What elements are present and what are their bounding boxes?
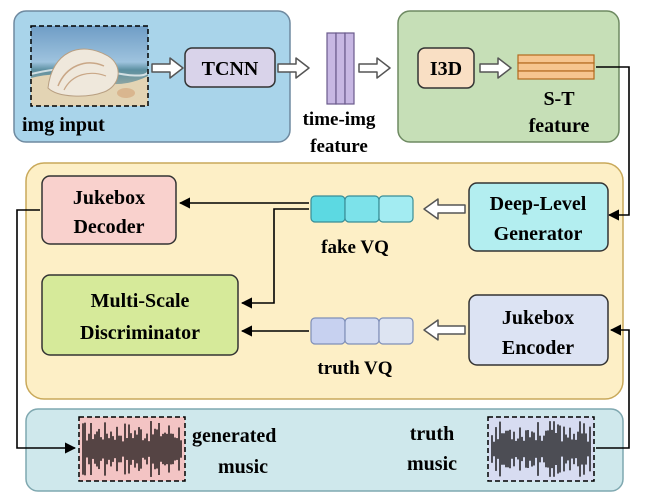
st-feature-line1: S-T [543, 88, 575, 110]
connector-decoder-generated-music [16, 209, 77, 454]
encoder-line1: Jukebox [502, 307, 574, 329]
generated-music-line1: generated [192, 425, 276, 447]
discriminator-line2: Discriminator [80, 322, 200, 344]
st-feature-line2: feature [529, 115, 590, 137]
encoder-box [468, 294, 609, 366]
truth-vq-cells [310, 317, 414, 345]
connector-truth-music-encoder [596, 324, 630, 449]
feature-panel [397, 10, 620, 143]
truth-music-waveform [487, 416, 595, 482]
fake-vq-cells [310, 195, 414, 223]
i3d-label: I3D [430, 58, 462, 80]
discriminator-line1: Multi-Scale [91, 290, 190, 312]
hollow-arrow-image-tcnn [151, 57, 184, 79]
generated-music-waveform [78, 416, 186, 482]
encoder-line2: Encoder [502, 337, 574, 359]
time-img-feature-line1: time-img [303, 109, 376, 130]
input-image [30, 25, 150, 107]
time-img-feature-line2: feature [310, 136, 368, 157]
tcnn-label: TCNN [202, 58, 259, 80]
discriminator-box [41, 274, 239, 356]
decoder-line2: Decoder [73, 216, 144, 238]
st-feature-stack [517, 54, 595, 80]
truth-music-line1: truth [410, 423, 454, 445]
truth-music-line2: music [407, 453, 457, 475]
time-img-feature-stack [326, 32, 355, 105]
hollow-arrow-encoder-truthvq [423, 319, 466, 341]
connector-st-generator [596, 66, 630, 221]
connector-fakevq-discriminator [240, 208, 309, 309]
decoder-box [41, 175, 177, 245]
hollow-arrow-i3d-st [479, 57, 512, 79]
truth-vq-label: truth VQ [317, 358, 392, 379]
input-image-label: img input [22, 114, 105, 136]
hollow-arrow-feature-i3d [358, 57, 391, 79]
hollow-arrow-tcnn-feature [277, 57, 310, 79]
fake-vq-label: fake VQ [321, 237, 389, 258]
generated-music-line2: music [218, 456, 268, 478]
decoder-line1: Jukebox [73, 187, 145, 209]
hollow-arrow-generator-fakevq [423, 198, 466, 220]
generator-line2: Generator [494, 223, 583, 245]
generator-line1: Deep-Level [490, 193, 587, 215]
tcnn-box [184, 47, 276, 88]
i3d-box [417, 47, 475, 89]
generator-box [468, 182, 609, 252]
